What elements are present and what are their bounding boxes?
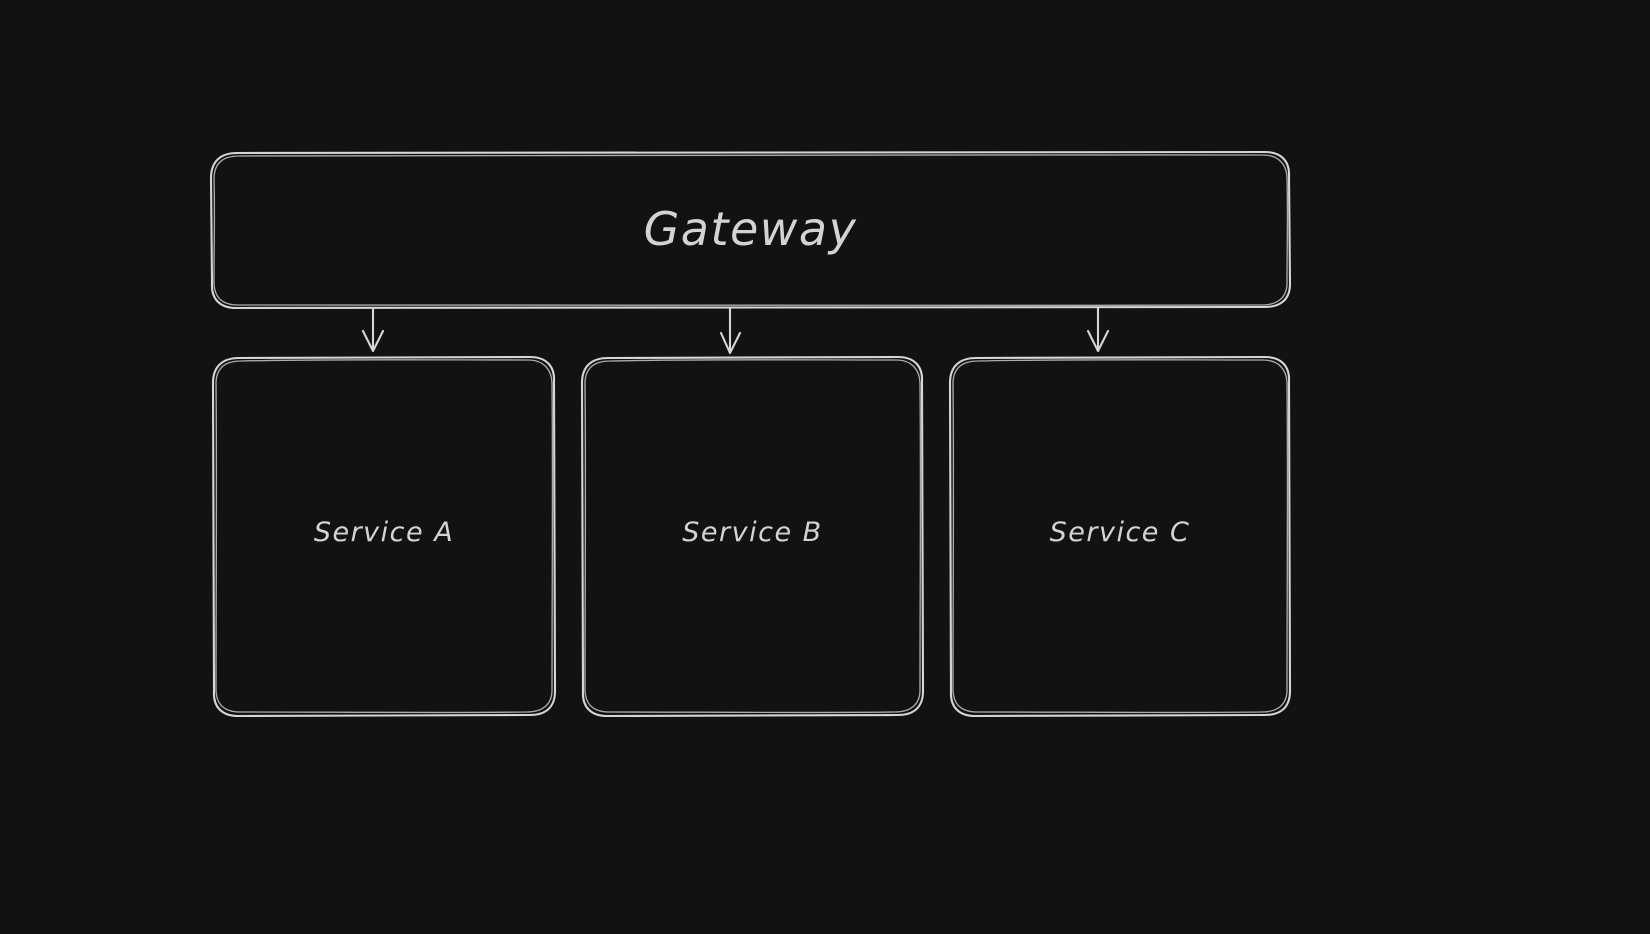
- service-a-node[interactable]: [213, 357, 555, 716]
- gateway-box-shape[interactable]: [209, 150, 1292, 310]
- service-c-node[interactable]: [950, 357, 1290, 716]
- service-a-box-shape[interactable]: [211, 355, 557, 718]
- arrow-gateway-to-service-a[interactable]: [361, 306, 385, 353]
- gateway-node[interactable]: [211, 152, 1290, 308]
- arrow-gateway-to-service-c[interactable]: [1086, 306, 1110, 353]
- service-c-box-shape[interactable]: [948, 355, 1292, 718]
- service-b-box-shape[interactable]: [580, 355, 925, 718]
- service-b-node[interactable]: [582, 357, 923, 716]
- arrow-gateway-to-service-b[interactable]: [719, 306, 742, 355]
